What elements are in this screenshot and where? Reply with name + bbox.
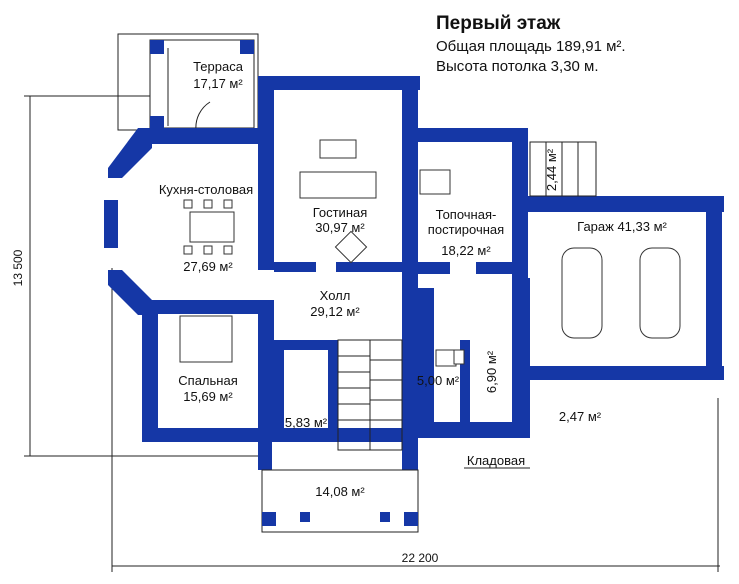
living-name: Гостиная <box>313 205 368 220</box>
total-area-text: Общая площадь 189,91 м². <box>436 38 626 55</box>
hall-name: Холл <box>320 288 351 303</box>
boiler-name-line1: Топочная- <box>436 207 497 222</box>
living-area-label: 30,97 м² <box>315 220 365 235</box>
ceiling-height-text: Высота потолка 3,30 м. <box>436 58 599 75</box>
walls <box>104 76 724 470</box>
hall-stairs <box>337 339 403 451</box>
boiler-area-label: 18,22 м² <box>441 243 491 258</box>
height-dimension: 13 500 <box>11 249 25 286</box>
kitchen-name: Кухня-столовая <box>159 182 253 197</box>
porch <box>261 469 419 533</box>
vestibule-area-label: 2,47 м² <box>559 409 602 424</box>
kitchen-area-label: 27,69 м² <box>183 259 233 274</box>
porch-area-label: 14,08 м² <box>315 484 365 499</box>
hall-area-label: 29,12 м² <box>310 304 360 319</box>
bath-area-label: 5,00 м² <box>417 373 460 388</box>
stair-area-label: 2,44 м² <box>544 148 559 191</box>
terrace-name: Терраса <box>193 59 244 74</box>
width-dimension: 22 200 <box>402 551 439 565</box>
terrace-area-label: 17,17 м² <box>193 76 243 91</box>
bedroom-area-label: 15,69 м² <box>183 389 233 404</box>
furniture <box>179 139 681 367</box>
boiler-name-line2: постирочная <box>428 222 504 237</box>
pantry-name: Кладовая <box>467 453 525 468</box>
storage-area-label: 6,90 м² <box>484 350 499 393</box>
small-room-area-label: 5,83 м² <box>285 415 328 430</box>
garage-label: Гараж 41,33 м² <box>577 219 667 234</box>
bedroom-name: Спальная <box>178 373 237 388</box>
exterior-stairs <box>529 141 597 197</box>
dimension-lines <box>24 95 720 572</box>
floor-title: Первый этаж <box>436 13 561 34</box>
